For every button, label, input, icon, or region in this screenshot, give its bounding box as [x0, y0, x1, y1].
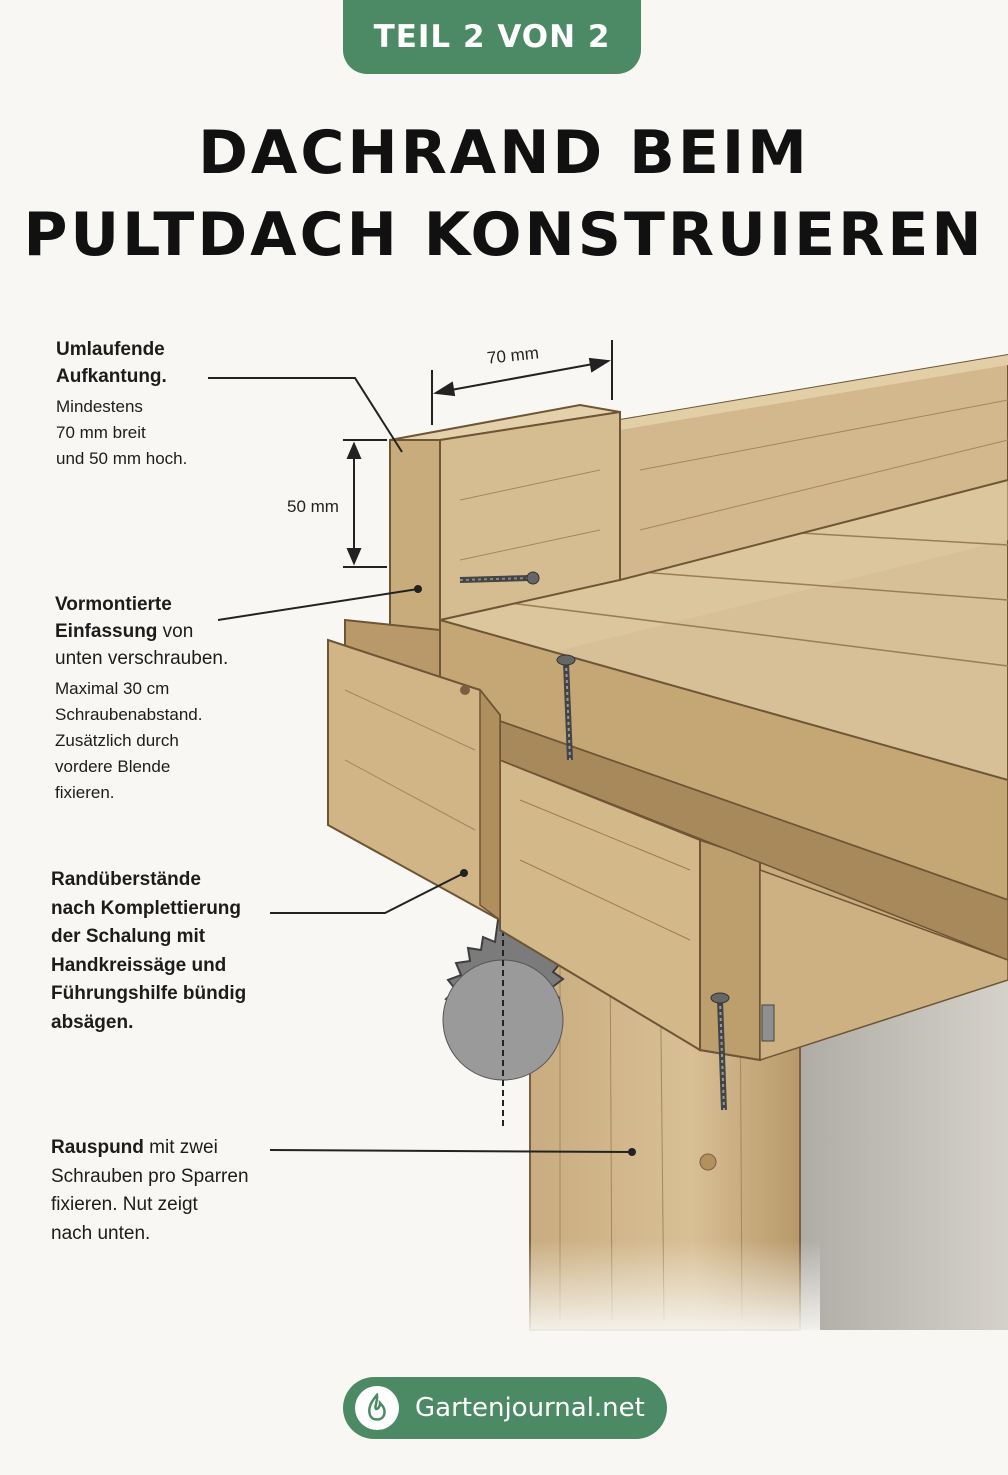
note-randueberstaende-line-6: absägen.	[51, 1011, 134, 1033]
note-aufkantung-sub-2: 70 mm breit	[56, 423, 146, 442]
screw-horizontal-icon	[459, 571, 540, 585]
note-aufkantung-sub-1: Mindestens	[56, 397, 143, 416]
dimension-label-height: 50 mm	[287, 497, 339, 516]
brand-footer[interactable]: Gartenjournal.net	[343, 1377, 667, 1439]
page-title: DACHRAND BEIM PULTDACH KONSTRUIEREN	[0, 112, 1008, 276]
note-einfassung-sub-5: fixieren.	[55, 783, 115, 802]
note-einfassung-sub-2: Schraubenabstand.	[55, 705, 203, 724]
brand-name: Gartenjournal.net	[415, 1393, 645, 1423]
leader-randueberstaende	[270, 872, 465, 914]
raised-rim-front	[439, 410, 621, 622]
note-rauspund-line-4: nach unten.	[51, 1222, 151, 1244]
dimension-70mm	[431, 340, 613, 425]
note-randueberstaende-line-3: der Schalung mit	[51, 926, 206, 947]
underside-shadow	[760, 960, 1008, 1330]
note-einfassung-sub-4: vordere Blende	[55, 757, 171, 776]
note-einfassung-head-1: Vormontierte	[55, 594, 172, 615]
screw-vertical-icon	[556, 654, 576, 761]
title-line-2: PULTDACH KONSTRUIEREN	[23, 200, 985, 270]
note-aufkantung-head-2: Aufkantung.	[56, 366, 167, 387]
note-rauspund: Rauspund mit zwei Schrauben pro Sparren …	[51, 1134, 249, 1248]
part-badge: TEIL 2 VON 2	[343, 0, 641, 74]
part-badge-label: TEIL 2 VON 2	[373, 19, 611, 55]
note-einfassung-head-3: unten verschrauben.	[55, 648, 229, 669]
leader-rauspund	[269, 1149, 633, 1153]
note-aufkantung-sub-3: und 50 mm hoch.	[56, 449, 188, 468]
note-randueberstaende-line-2: nach Komplettierung	[51, 897, 242, 919]
note-einfassung-sub-3: Zusätzlich durch	[55, 731, 179, 750]
note-rauspund-line-3: fixieren. Nut zeigt	[51, 1194, 198, 1215]
note-randueberstaende-line-5: Führungshilfe bündig	[51, 983, 247, 1004]
dimension-50mm	[343, 439, 387, 568]
screw-rafter-icon	[710, 992, 730, 1111]
note-aufkantung: Umlaufende Aufkantung. Mindestens 70 mm …	[56, 336, 187, 472]
note-rauspund-bold: Rauspund	[51, 1137, 144, 1158]
note-randueberstaende-line-1: Randüberstände	[51, 869, 201, 890]
note-einfassung-sub-1: Maximal 30 cm	[55, 679, 170, 698]
note-randueberstaende-line-4: Handkreissäge und	[51, 954, 227, 976]
note-rauspund-line-2: Schrauben pro Sparren	[51, 1165, 249, 1187]
note-einfassung-head-2: Einfassung	[55, 621, 158, 642]
note-aufkantung-head-1: Umlaufende	[56, 339, 165, 360]
note-einfassung-head-2b: von	[157, 621, 194, 642]
title-line-1: DACHRAND BEIM	[198, 118, 810, 188]
note-rauspund-line-1-rest: mit zwei	[143, 1137, 218, 1158]
roof-edge-illustration	[208, 340, 1008, 1340]
leaf-flame-icon	[355, 1386, 399, 1430]
metal-bracket	[761, 1004, 775, 1042]
leader-einfassung	[217, 588, 419, 621]
leader-aufkantung	[208, 377, 403, 453]
note-randueberstaende: Randüberstände nach Komplettierung der S…	[51, 866, 246, 1037]
note-einfassung: Vormontierte Einfassung von unten versch…	[55, 591, 228, 806]
